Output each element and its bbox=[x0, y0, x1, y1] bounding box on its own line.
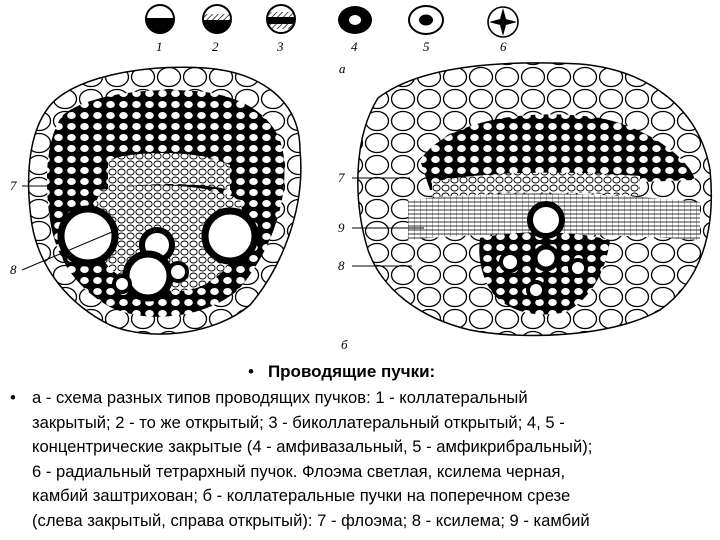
legend-icon-amphicribral bbox=[409, 6, 443, 34]
legend-icon-collateral-open bbox=[201, 3, 233, 40]
legend-icon-collateral-closed bbox=[144, 3, 176, 38]
left-bundle-drawing bbox=[29, 67, 301, 334]
caption-body: • а - схема разных типов проводящих пучк… bbox=[10, 386, 710, 533]
figure-illustration: 1 2 3 4 5 6 а 7 8 7 9 8 б bbox=[0, 0, 720, 352]
caption-line-5: камбий заштрихован; б - коллатеральные п… bbox=[10, 484, 710, 509]
left-label-8: 8 bbox=[10, 262, 17, 277]
caption-line-3: концентрические закрытые (4 - амфивазаль… bbox=[10, 435, 710, 460]
legend-icon-radial-tetrarch bbox=[488, 7, 518, 37]
caption-line-1: а - схема разных типов проводящих пучков… bbox=[10, 386, 710, 411]
panel-a-label: а bbox=[339, 61, 346, 76]
caption-line-2: закрытый; 2 - то же открытый; 3 - биколл… bbox=[10, 411, 710, 436]
legend-number-3: 3 bbox=[276, 39, 284, 54]
legend-icon-amphivasal bbox=[338, 6, 372, 34]
left-label-7: 7 bbox=[10, 178, 17, 193]
figure-svg: 1 2 3 4 5 6 а 7 8 7 9 8 б bbox=[0, 0, 720, 352]
legend-number-2: 2 bbox=[212, 39, 219, 54]
right-label-7: 7 bbox=[338, 170, 345, 185]
right-label-8: 8 bbox=[338, 258, 345, 273]
caption-line-4: 6 - радиальный тетрархный пучок. Флоэма … bbox=[10, 460, 710, 485]
caption-title-bullet: • bbox=[248, 362, 254, 381]
caption: • Проводящие пучки: • а - схема разных ти… bbox=[0, 352, 720, 540]
legend-icon-bicollateral-open bbox=[265, 3, 297, 35]
legend-number-6: 6 bbox=[500, 39, 507, 54]
caption-body-bullet: • bbox=[10, 386, 16, 411]
panel-b-label: б bbox=[341, 337, 348, 352]
legend-number-1: 1 bbox=[156, 39, 163, 54]
caption-line-6: (слева закрытый, справа открытый): 7 - ф… bbox=[10, 509, 710, 534]
legend-number-5: 5 bbox=[423, 39, 430, 54]
caption-title-row: • Проводящие пучки: bbox=[248, 362, 435, 382]
caption-title: Проводящие пучки: bbox=[268, 362, 435, 381]
legend-number-4: 4 bbox=[351, 39, 358, 54]
right-label-9: 9 bbox=[338, 220, 345, 235]
right-bundle-drawing bbox=[358, 63, 711, 336]
